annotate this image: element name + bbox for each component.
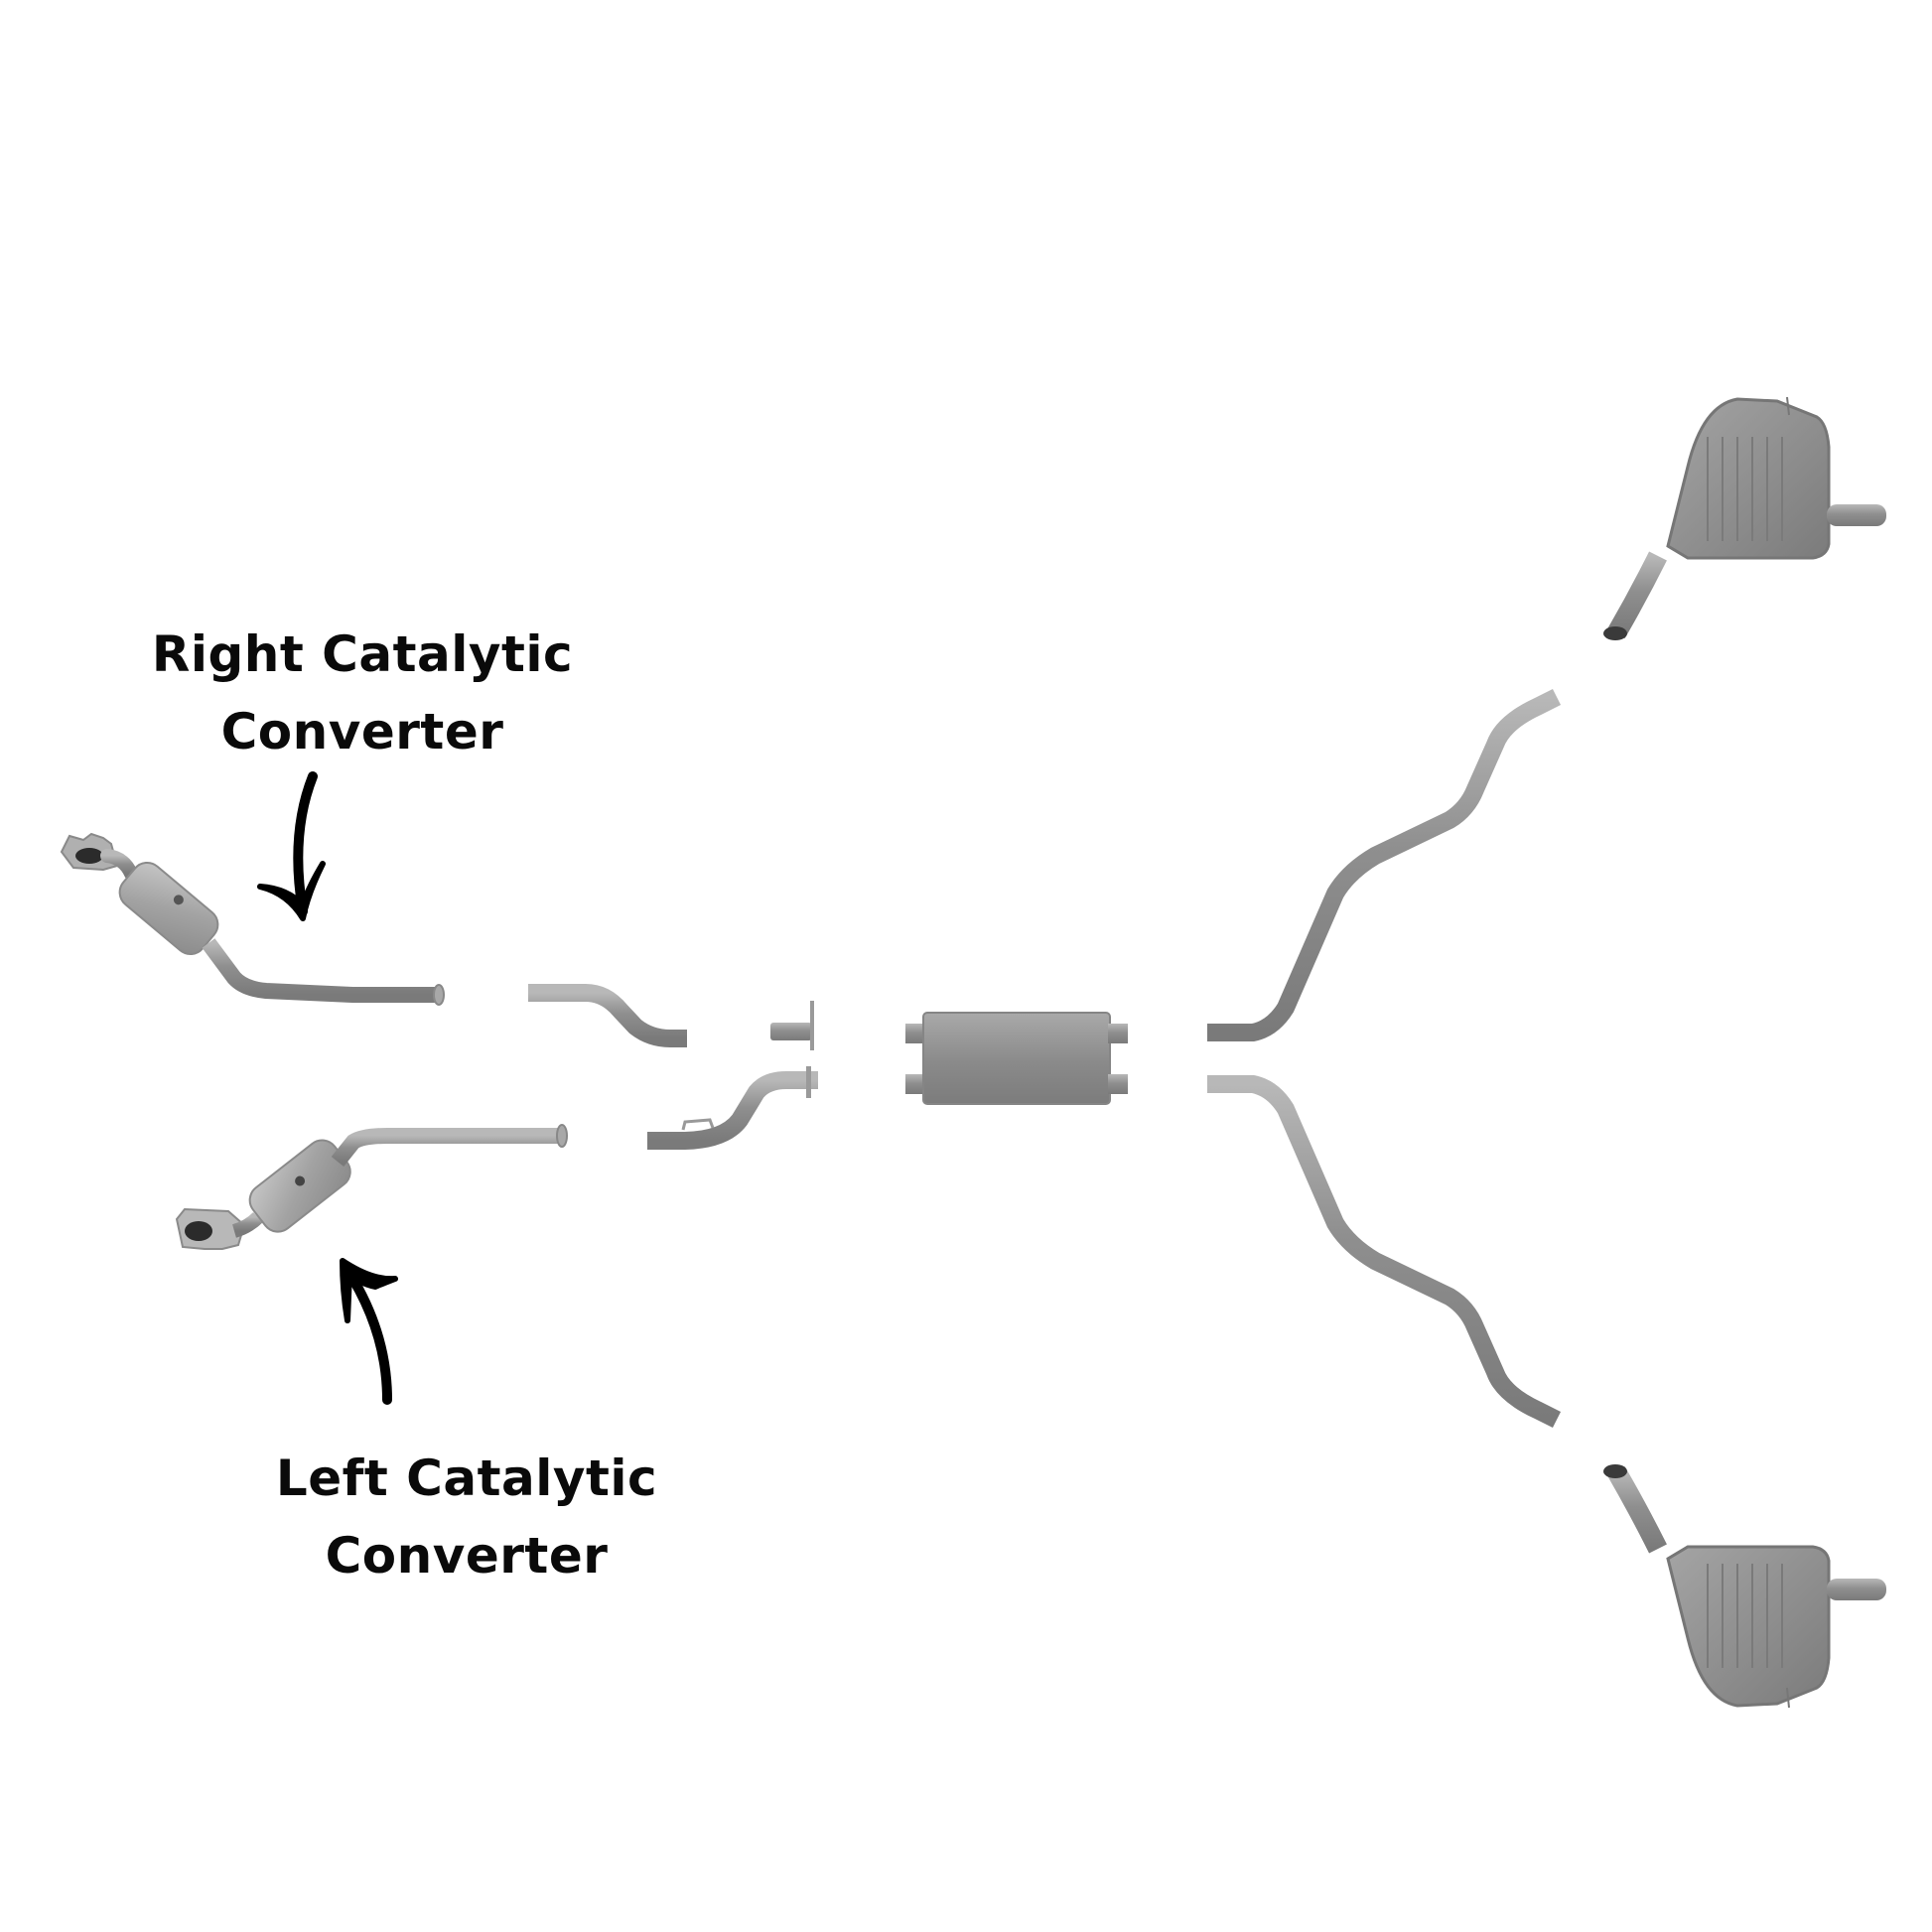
rear-muffler-inlet: [1607, 551, 1667, 639]
o2-sensor-port: [295, 1175, 306, 1186]
rear-muffler-body: [1666, 397, 1831, 560]
lower-tailpipe: [1207, 1075, 1562, 1429]
o2-sensor-port: [173, 895, 184, 905]
upper-tailpipe: [1207, 688, 1562, 1041]
lower-s-bend-pipe: [647, 1066, 818, 1150]
arrow-to-left-converter: [340, 1258, 398, 1405]
upper-s-bend-pipe: [528, 984, 687, 1047]
inlet-pipe: [231, 1211, 263, 1238]
flange-plate: [806, 1066, 811, 1098]
hanger-rod: [1786, 1687, 1790, 1709]
left-converter-label: Left Catalytic Converter: [253, 1440, 680, 1594]
lower-rear-muffler: [1603, 1464, 1886, 1709]
exhaust-tip: [1827, 1579, 1886, 1600]
outlet-pipe: [202, 938, 437, 1003]
label-line: Converter: [220, 703, 504, 760]
pipe-end: [433, 984, 445, 1006]
center-muffler: [905, 1012, 1128, 1105]
muffler-outlet-upper: [1108, 1024, 1128, 1043]
flange-port: [75, 848, 103, 864]
flange-port: [185, 1221, 212, 1241]
label-line: Right Catalytic: [151, 625, 574, 683]
pipe-end: [556, 1124, 568, 1148]
right-converter-label: Right Catalytic Converter: [149, 616, 576, 770]
label-line: Left Catalytic: [275, 1449, 658, 1507]
muffler-outlet-lower: [1108, 1074, 1128, 1094]
left-catalytic-converter: [175, 1124, 568, 1250]
flange-plate: [810, 1001, 814, 1050]
label-line: Converter: [325, 1527, 609, 1585]
inlet-opening: [1603, 1464, 1627, 1478]
upper-rear-muffler: [1603, 396, 1886, 640]
inlet-opening: [1603, 626, 1627, 640]
rear-muffler-body: [1666, 1545, 1831, 1708]
inlet-pipe: [100, 849, 138, 881]
hanger-bracket: [681, 1118, 715, 1131]
arrow-to-right-converter: [257, 771, 326, 921]
rear-muffler-inlet: [1607, 1465, 1667, 1554]
upper-flange-stub: [770, 1001, 814, 1050]
exhaust-tip: [1827, 504, 1886, 526]
hanger-rod: [1786, 396, 1790, 416]
outlet-pipe: [331, 1128, 561, 1167]
converter-body: [118, 861, 219, 956]
muffler-body: [922, 1012, 1111, 1105]
right-catalytic-converter: [60, 832, 445, 1006]
